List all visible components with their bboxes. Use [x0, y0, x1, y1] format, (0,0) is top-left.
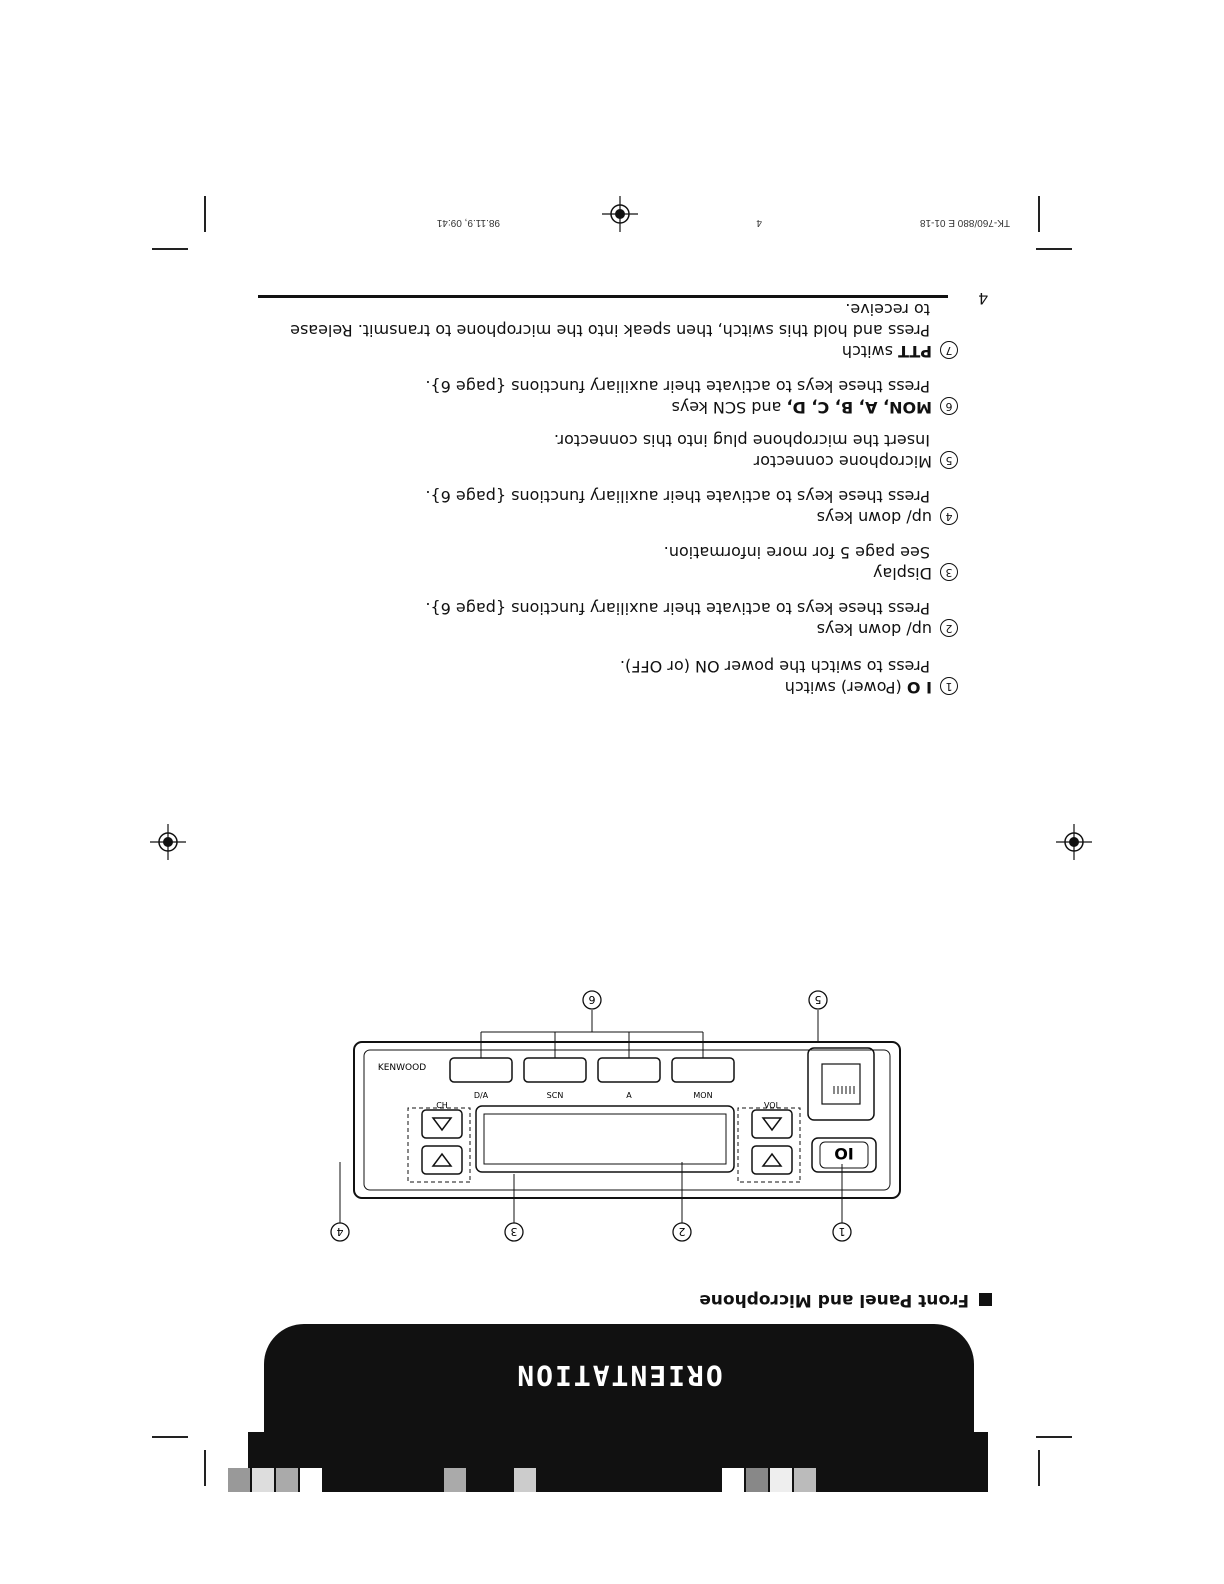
registration-mark-icon [150, 824, 186, 860]
item-title: and SCN keys [671, 398, 787, 417]
list-item: 4 up/ down keys Press these keys to activ… [425, 486, 958, 528]
registration-mark-icon [602, 196, 638, 232]
list-item: 7 PTT switch Press and hold this switch, … [278, 299, 958, 362]
item-description: Press these keys to activate their auxil… [425, 599, 930, 618]
ch-down-key [421, 1145, 463, 1175]
gray-square [794, 1468, 816, 1492]
crop-mark [1038, 1450, 1040, 1486]
slug-page: 4 [756, 217, 762, 228]
footer-rule [258, 295, 948, 298]
list-item: 3 Display See page 5 for more information… [664, 542, 958, 584]
list-item: 1 I O (Power) switch Press to switch the … [620, 656, 958, 698]
callout-5: 5 [815, 993, 822, 1006]
item-description: Press to switch the power ON (or OFF). [619, 657, 930, 676]
microphone-connector [807, 1047, 875, 1121]
item-title: Display [873, 564, 932, 583]
radio-body [353, 1041, 901, 1199]
crop-mark [152, 1436, 188, 1438]
item-number: 3 [940, 563, 958, 581]
gray-square [228, 1468, 250, 1492]
color-squares [214, 1462, 988, 1492]
front-panel-diagram: 1 2 3 4 IO VOL [330, 990, 901, 1242]
item-description: Press and hold this switch, then speak i… [290, 300, 930, 340]
page-number: 4 [978, 289, 988, 308]
slug-date: 98.11.9, 09:41 [436, 217, 500, 228]
key-label-a: A [626, 1091, 632, 1100]
item-title: up/ down keys [816, 508, 932, 527]
callout-3: 3 [511, 1225, 518, 1238]
crop-mark [1036, 1436, 1072, 1438]
item-description: Press these keys to activate their auxil… [425, 377, 930, 396]
item-title: (Power) switch [784, 678, 907, 697]
page-title: ORIENTATION [515, 1359, 723, 1392]
ch-label: CH [436, 1101, 448, 1110]
power-button [811, 1137, 877, 1173]
crop-mark [204, 196, 206, 232]
vol-up-key [751, 1109, 793, 1139]
brand-label: KENWOOD [378, 1063, 426, 1073]
list-item: 6 MON, A, B, C, D, and SCN keys Press the… [425, 376, 958, 418]
item-number: 6 [940, 397, 958, 415]
item-description: Press these keys to activate their auxil… [425, 487, 930, 506]
white-square [722, 1468, 744, 1492]
item-number: 1 [940, 677, 958, 695]
gray-square [252, 1468, 274, 1492]
item-number: 5 [940, 451, 958, 469]
section-title: Front Panel and Microphone [699, 1290, 969, 1310]
callout-4: 4 [337, 1225, 344, 1238]
item-title-bold: I O [906, 678, 932, 697]
key-label-scn: SCN [547, 1091, 564, 1100]
item-title: switch [841, 342, 899, 361]
display [475, 1105, 735, 1173]
item-number: 7 [940, 341, 958, 359]
callout-2: 2 [679, 1225, 686, 1238]
gray-square [746, 1468, 768, 1492]
crop-mark [1038, 196, 1040, 232]
crop-mark [1036, 248, 1072, 250]
list-item: 2 up/ down keys Press these keys to activ… [425, 598, 958, 640]
power-label: IO [834, 1144, 854, 1163]
key-label-da: D/A [474, 1091, 489, 1100]
item-number: 2 [940, 619, 958, 637]
callout-6: 6 [589, 993, 596, 1006]
crop-mark [204, 1450, 206, 1486]
item-title: up/ down keys [816, 620, 932, 639]
function-keys: MON A SCN D/A [449, 1057, 735, 1100]
vol-down-key [751, 1145, 793, 1175]
item-title-bold: PTT [898, 342, 932, 361]
callout-1: 1 [839, 1225, 846, 1238]
crop-mark [152, 248, 188, 250]
section-heading: Front Panel and Microphone [699, 1290, 992, 1310]
item-title: Microphone connector [753, 452, 932, 471]
list-item: 5 Microphone connector Insert the microph… [554, 430, 958, 472]
gray-square [276, 1468, 298, 1492]
ch-up-key [421, 1109, 463, 1139]
white-square [300, 1468, 322, 1492]
item-title-bold: MON, A, B, C, D, [786, 398, 932, 417]
item-number: 4 [940, 507, 958, 525]
key-label-mon: MON [693, 1091, 712, 1100]
slug-file: TK-760/880 E 01-18 [919, 217, 1010, 228]
callouts-top: 1 2 3 4 [330, 1222, 852, 1242]
item-description: See page 5 for more information. [663, 543, 930, 562]
gray-square [514, 1468, 536, 1492]
light-square [770, 1468, 792, 1492]
vol-label: VOL [764, 1101, 781, 1110]
header-tab: ORIENTATION [264, 1324, 974, 1432]
gray-square [444, 1468, 466, 1492]
bullet-square-icon [979, 1293, 992, 1307]
registration-mark-icon [1056, 824, 1092, 860]
item-description: Insert the microphone plug into this con… [553, 431, 930, 450]
